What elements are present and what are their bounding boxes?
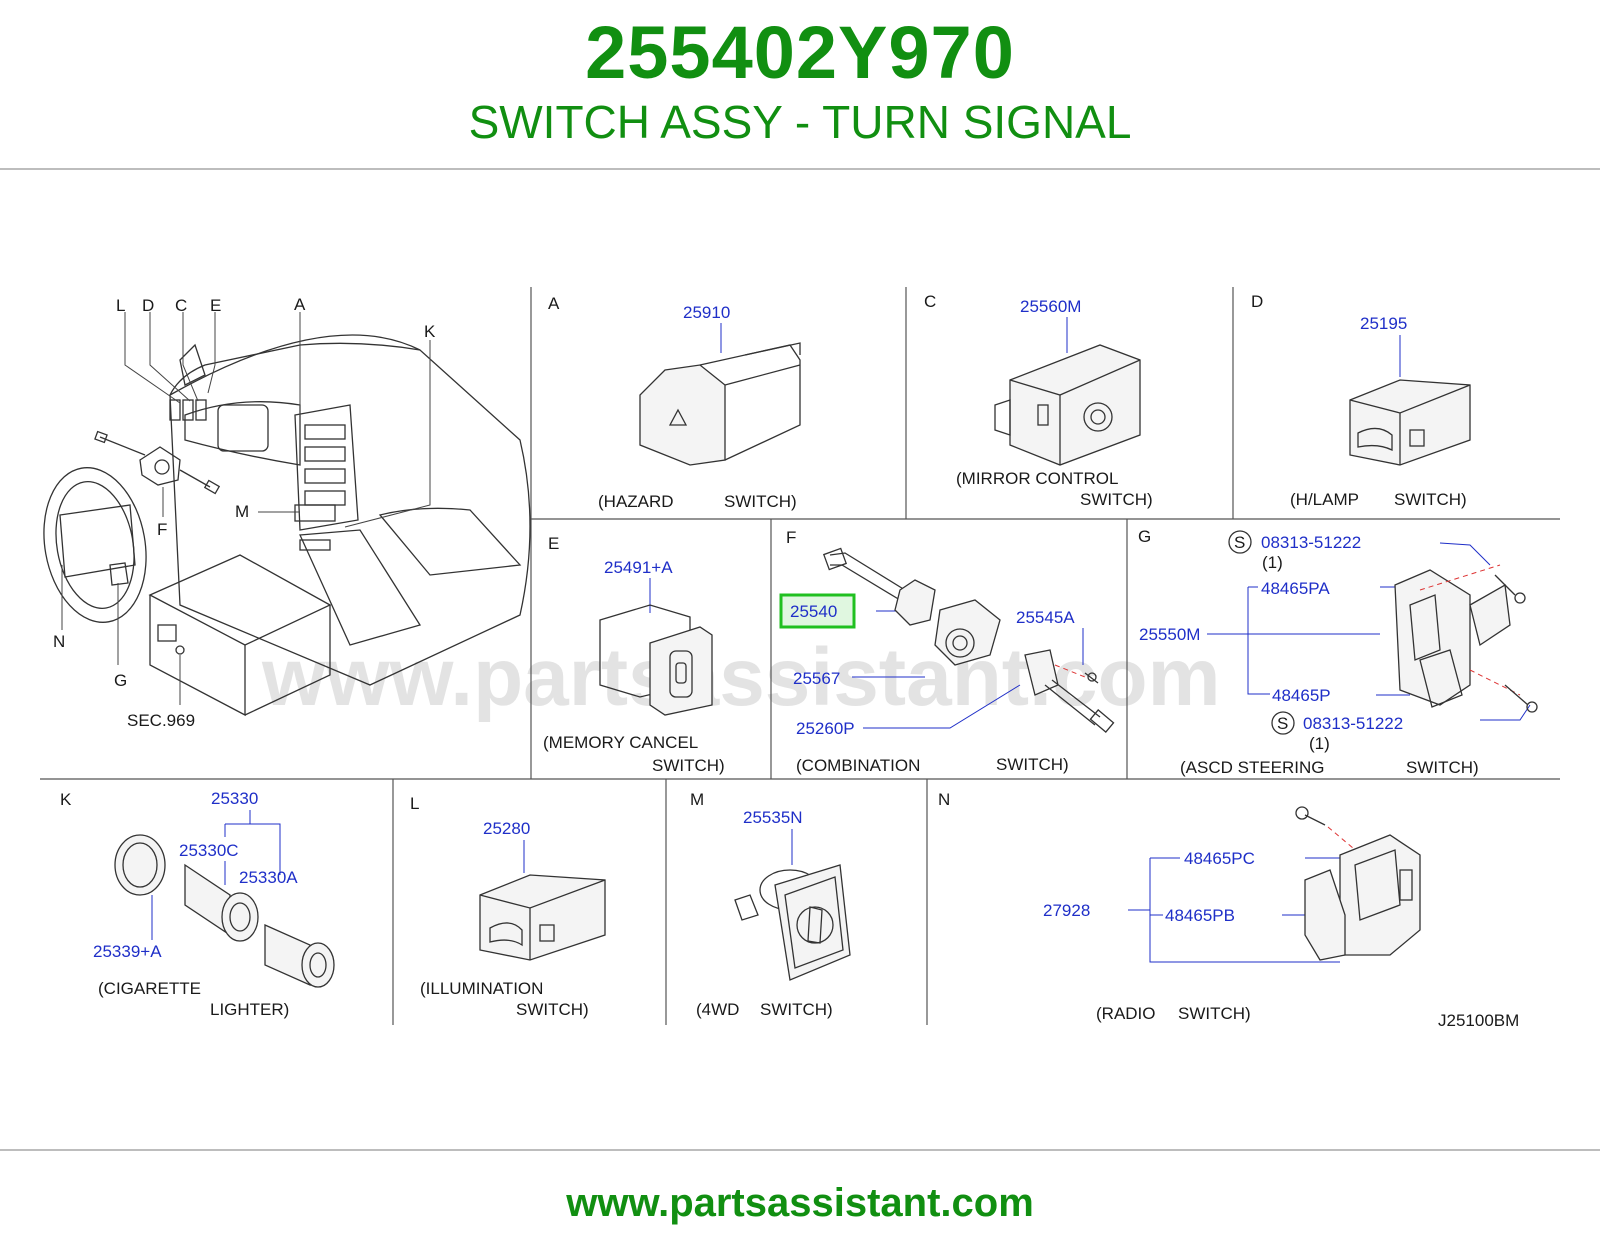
panel-n-letter: N: [938, 790, 950, 809]
footer-divider: [0, 1149, 1600, 1151]
watermark: www.partsassistant.com: [261, 632, 1221, 723]
panel-m-caption-2: SWITCH): [760, 1000, 833, 1019]
qty-bottom: (1): [1309, 734, 1330, 753]
part-27928[interactable]: 27928: [1043, 901, 1090, 920]
overview-letter-e: E: [210, 296, 221, 315]
part-48465pa[interactable]: 48465PA: [1261, 579, 1330, 598]
qty-top: (1): [1262, 553, 1283, 572]
overview-dashboard: [43, 312, 531, 717]
part-48465pb[interactable]: 48465PB: [1165, 906, 1235, 925]
part-25195[interactable]: 25195: [1360, 314, 1407, 333]
part-25910[interactable]: 25910: [683, 303, 730, 322]
hazard-switch-drawing: [639, 342, 801, 466]
panel-c-caption-1: (MIRROR CONTROL: [956, 469, 1118, 488]
part-08313-51222-top[interactable]: 08313-51222: [1261, 533, 1361, 552]
combination-switch-drawing: [822, 547, 1115, 733]
4wd-switch-drawing: [734, 864, 851, 981]
screw-symbol-bottom-label: S: [1277, 714, 1288, 733]
panel-k-caption-1: (CIGARETTE: [98, 979, 201, 998]
page-header: 255402Y970 SWITCH ASSY - TURN SIGNAL: [0, 0, 1600, 168]
part-name: SWITCH ASSY - TURN SIGNAL: [468, 96, 1132, 148]
drawing-code: J25100BM: [1438, 1011, 1519, 1030]
panel-g-letter: G: [1138, 527, 1151, 546]
panel-d-letter: D: [1251, 292, 1263, 311]
part-25560m[interactable]: 25560M: [1020, 297, 1081, 316]
overview-letter-m: M: [235, 502, 249, 521]
part-25540-highlighted[interactable]: 25540: [790, 602, 837, 621]
part-25280[interactable]: 25280: [483, 819, 530, 838]
overview-letter-g: G: [114, 671, 127, 690]
panel-grid: [40, 287, 1560, 1025]
panel-e-letter: E: [548, 534, 559, 553]
highlighted-part-box: [779, 593, 856, 629]
part-25545a[interactable]: 25545A: [1016, 608, 1075, 627]
panel-m-letter: M: [690, 790, 704, 809]
part-48465pc[interactable]: 48465PC: [1184, 849, 1255, 868]
illumination-switch-drawing: [479, 874, 606, 961]
panel-g-caption-1: (ASCD STEERING: [1180, 758, 1325, 777]
footer-url[interactable]: www.partsassistant.com: [566, 1181, 1034, 1225]
part-25330a[interactable]: 25330A: [239, 868, 298, 887]
panel-c-caption-2: SWITCH): [1080, 490, 1153, 509]
memory-cancel-switch-drawing: [599, 604, 713, 716]
panel-a-letter: A: [548, 294, 560, 313]
screw-symbol-top: [1228, 530, 1252, 554]
part-25339a[interactable]: 25339+A: [93, 942, 162, 961]
part-25330c[interactable]: 25330C: [179, 841, 239, 860]
overview-letter-c: C: [175, 296, 187, 315]
cigarette-lighter-drawing: [114, 834, 335, 988]
overview-letter-l: L: [116, 296, 125, 315]
panel-d-caption-1: (H/LAMP: [1290, 490, 1359, 509]
panel-c-letter: C: [924, 292, 936, 311]
radio-switch-drawing: [1295, 806, 1421, 961]
panel-e-caption-1: (MEMORY CANCEL: [543, 733, 698, 752]
panel-a-caption-2: SWITCH): [724, 492, 797, 511]
part-number: 255402Y970: [585, 11, 1015, 94]
screw-symbol-bottom: [1271, 711, 1295, 735]
overview-letter-a: A: [294, 295, 306, 314]
panel-d-caption-2: SWITCH): [1394, 490, 1467, 509]
panel-f-caption-1: (COMBINATION: [796, 756, 920, 775]
part-25491a[interactable]: 25491+A: [604, 558, 673, 577]
overview-letter-k: K: [424, 322, 436, 341]
panel-f-letter: F: [786, 528, 796, 547]
h-lamp-switch-drawing: [1349, 379, 1471, 466]
overview-letter-d: D: [142, 296, 154, 315]
overview-letter-f: F: [157, 520, 167, 539]
mirror-control-switch-drawing: [994, 344, 1141, 466]
panel-a-caption-1: (HAZARD: [598, 492, 674, 511]
panel-n-caption-2: SWITCH): [1178, 1004, 1251, 1023]
panel-f-caption-2: SWITCH): [996, 755, 1069, 774]
section-ref: SEC.969: [127, 711, 195, 730]
panel-g-caption-2: SWITCH): [1406, 758, 1479, 777]
header-divider: [0, 168, 1600, 170]
overview-letter-n: N: [53, 632, 65, 651]
part-08313-51222-bottom[interactable]: 08313-51222: [1303, 714, 1403, 733]
panel-k-letter: K: [60, 790, 72, 809]
panel-n-caption-1: (RADIO: [1096, 1004, 1156, 1023]
panel-l-caption-1: (ILLUMINATION: [420, 979, 543, 998]
part-48465p[interactable]: 48465P: [1272, 686, 1331, 705]
panel-m-caption-1: (4WD: [696, 1000, 739, 1019]
ascd-steering-switch-drawing: [1394, 564, 1538, 713]
screw-symbol-top-label: S: [1234, 533, 1245, 552]
panel-k-caption-2: LIGHTER): [210, 1000, 289, 1019]
panel-l-letter: L: [410, 794, 419, 813]
part-25330[interactable]: 25330: [211, 789, 258, 808]
panel-e-caption-2: SWITCH): [652, 756, 725, 775]
part-25550m[interactable]: 25550M: [1139, 625, 1200, 644]
part-25260p[interactable]: 25260P: [796, 719, 855, 738]
part-25567[interactable]: 25567: [793, 669, 840, 688]
part-25535n[interactable]: 25535N: [743, 808, 803, 827]
panel-l-caption-2: SWITCH): [516, 1000, 589, 1019]
parts-diagram: www.partsassistant.com: [40, 287, 1560, 1030]
